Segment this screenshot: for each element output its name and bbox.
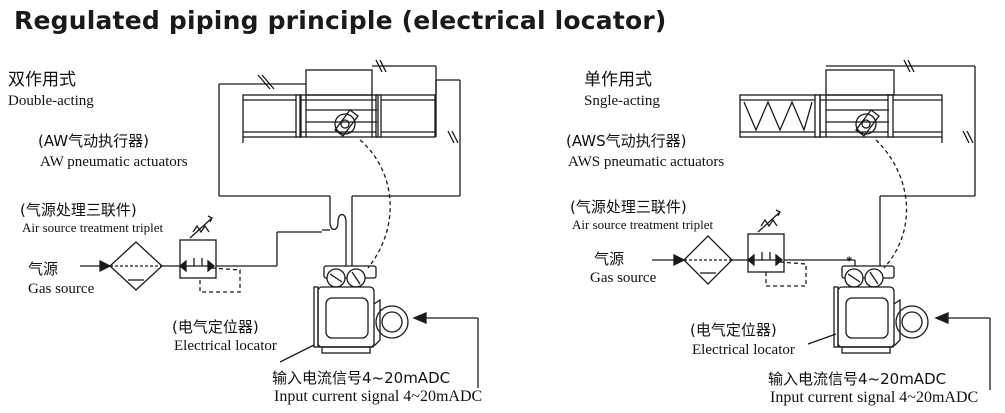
aws-actuator [739,59,976,266]
pinion-icon [334,109,359,137]
aw-actuator [218,59,461,266]
filter-triplet [652,209,856,287]
aws-actuator-label-zh: (AWS气动执行器) [566,132,687,150]
double-acting-label-zh: 双作用式 [8,70,76,90]
single-acting-label-zh: 单作用式 [584,70,652,90]
gas-source-label-en: Gas source [28,281,95,297]
signal-arrow [934,312,991,390]
triplet-label-en: Air source treatment triplet [22,220,164,235]
signal-label-en: Input current signal 4~20mADC [770,389,979,406]
triplet-label-en: Air source treatment triplet [572,217,714,232]
double-acting-diagram [80,59,479,388]
asterisk-marker: * [846,253,853,268]
single-acting-label-en: Sngle-acting [584,93,660,109]
locator-label-en: Electrical locator [692,342,795,358]
double-acting-label-en: Double-acting [8,93,94,109]
locator-label-en: Electrical locator [174,338,277,354]
filter-triplet [80,215,322,293]
aws-actuator-label-en: AWS pneumatic actuators [568,154,725,170]
signal-arrow [412,312,479,388]
electrical-locator [833,265,929,354]
spring-icon [743,100,813,132]
pinion-icon [855,109,880,137]
locator-label-zh: (电气定位器) [172,318,259,336]
single-acting-diagram [652,59,991,390]
electrical-locator [313,265,409,354]
gas-source-label-zh: 气源 [594,250,625,268]
page-title: Regulated piping principle (electrical l… [14,6,667,35]
aw-actuator-label-en: AW pneumatic actuators [40,154,188,170]
signal-label-en: Input current signal 4~20mADC [274,388,483,405]
signal-label-zh: 输入电流信号4~20mADC [272,369,451,387]
aw-actuator-label-zh: (AW气动执行器) [38,132,149,150]
triplet-label-zh: (气源处理三联件) [20,201,137,219]
gas-source-label-en: Gas source [590,270,657,286]
triplet-label-zh: (气源处理三联件) [570,198,687,216]
locator-label-zh: (电气定位器) [690,321,777,339]
signal-label-zh: 输入电流信号4~20mADC [768,370,947,388]
gas-source-label-zh: 气源 [28,260,59,278]
